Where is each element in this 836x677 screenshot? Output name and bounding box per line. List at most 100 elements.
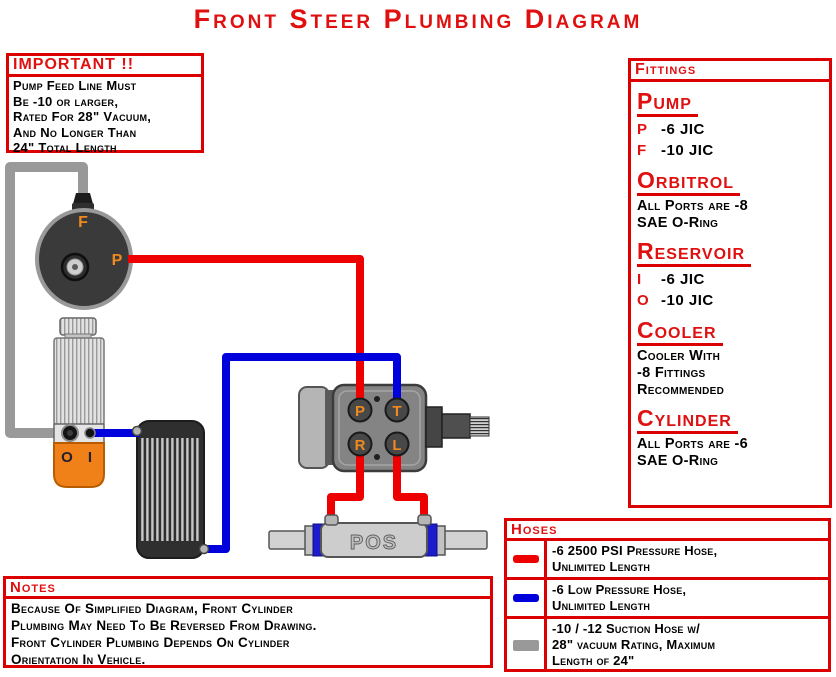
- fitting-row: O -10 JIC: [637, 290, 823, 311]
- fitting-value: -6 JIC: [661, 271, 705, 288]
- fitting-port-letter: O: [637, 292, 650, 309]
- fitting-note-line: SAE O-Ring: [637, 453, 719, 469]
- notes-line: Plumbing May Need To Be Reversed From Dr…: [11, 618, 317, 633]
- notes-line: Orientation In Vehicle.: [11, 652, 146, 667]
- important-line: Be -10 or larger,: [13, 93, 119, 109]
- orbitrol-port-t-label: T: [392, 403, 401, 420]
- hose-orbitrol-l-to-cylinder: [393, 446, 428, 521]
- hose-legend-row: -6 2500 PSI Pressure Hose, Unlimited Len…: [507, 541, 828, 577]
- hose-legend-line: -6 Low Pressure Hose,: [552, 582, 687, 597]
- fitting-note-line: Cooler With: [637, 348, 721, 364]
- fitting-port-letter: I: [637, 271, 642, 288]
- fitting-row: P -6 JIC: [637, 119, 823, 140]
- important-body: Pump Feed Line Must Be -10 or larger, Ra…: [9, 77, 201, 157]
- hose-cooler-to-orbitrol-t: [203, 353, 401, 553]
- orbitrol-port-t: [384, 397, 410, 423]
- reservoir-out-port-label: O: [61, 449, 73, 466]
- hoses-panel: Hoses -6 2500 PSI Pressure Hose, Unlimit…: [504, 518, 831, 672]
- hose-legend-line: Length of 24": [552, 653, 635, 668]
- fitting-note-line: All Ports are -8: [637, 198, 749, 214]
- orbitrol-port-r: [347, 431, 373, 457]
- orbitrol-port-p: [347, 397, 373, 423]
- reservoir-in-port: [84, 427, 96, 439]
- reservoir-body: [53, 337, 105, 426]
- hose-swatch-cell: [507, 619, 547, 671]
- pump-feed-port-label: F: [78, 214, 88, 231]
- pump-feed-nipple: [73, 193, 93, 204]
- fitting-note-line: Recommended: [637, 382, 725, 398]
- fittings-section-heading-reservoir: Reservoir: [637, 239, 752, 267]
- fitting-value: -10 JIC: [661, 292, 714, 309]
- orbitrol-port-p-label: P: [355, 403, 365, 420]
- hose-swatch-cell: [507, 580, 547, 616]
- cooler: [136, 420, 205, 559]
- fittings-section-heading-orbitrol: Orbitrol: [637, 168, 740, 196]
- important-line: And No Longer Than: [13, 124, 137, 140]
- fitting-value: -10 JIC: [661, 142, 714, 159]
- hose-legend-row: -6 Low Pressure Hose, Unlimited Length: [507, 577, 828, 616]
- hose-legend-text: -10 / -12 Suction Hose w/ 28" vacuum Rat…: [547, 619, 720, 671]
- ports-overlay: P T R L: [61, 397, 432, 555]
- fitting-row: F -10 JIC: [637, 140, 823, 161]
- hose-swatch-cell: [507, 541, 547, 577]
- red-hose-swatch: [512, 555, 539, 563]
- fitting-note-line: -8 Fittings: [637, 365, 706, 381]
- cooler-inlet-port: [131, 425, 143, 437]
- reservoir-cap: [59, 317, 97, 336]
- hose-legend-line: -6 2500 PSI Pressure Hose,: [552, 543, 718, 558]
- gray-hose-swatch: [512, 639, 539, 651]
- important-header: IMPORTANT !!: [9, 56, 201, 77]
- cylinder-port-left: [324, 514, 339, 526]
- cylinder-rod-left: [268, 530, 310, 550]
- pump-pressure-port-label: P: [112, 252, 123, 269]
- hose-orbitrol-r-to-cylinder: [327, 446, 364, 521]
- notes-panel: Notes Because Of Simplified Diagram, Fro…: [3, 576, 493, 668]
- fittings-body: Pump P -6 JIC F -10 JIC Orbitrol All Por…: [631, 89, 829, 472]
- important-line: 24" Total Length: [13, 140, 117, 155]
- important-line: Rated For 28" Vacuum,: [13, 109, 152, 124]
- fittings-panel: Fittings Pump P -6 JIC F -10 JIC Orbitro…: [628, 58, 832, 508]
- cooler-fins: [140, 438, 201, 541]
- orbitrol-port-l: [384, 431, 410, 457]
- hose-pump-to-orbitrol-p: [128, 255, 364, 408]
- notes-line: Front Cylinder Plumbing Depends On Cylin…: [11, 635, 290, 650]
- cylinder-brand-label: POS: [350, 532, 398, 554]
- reservoir-in-port-label: I: [88, 449, 92, 466]
- fitting-port-letter: F: [637, 142, 647, 159]
- hose-legend-line: Unlimited Length: [552, 598, 651, 613]
- fitting-value: -6 JIC: [661, 121, 705, 138]
- fittings-section-heading-cooler: Cooler: [637, 318, 723, 346]
- important-line: Pump Feed Line Must: [13, 78, 137, 93]
- pump: F P: [35, 193, 133, 310]
- notes-body: Because Of Simplified Diagram, Front Cyl…: [6, 599, 490, 669]
- orbitrol-port-r-label: R: [355, 437, 366, 454]
- orbitrol-bolt: [374, 396, 380, 402]
- hose-legend-text: -6 2500 PSI Pressure Hose, Unlimited Len…: [547, 541, 722, 577]
- hose-legend-text: -6 Low Pressure Hose, Unlimited Length: [547, 580, 691, 616]
- suction-hose-line: [5, 162, 88, 438]
- fitting-row: I -6 JIC: [637, 269, 823, 290]
- cylinder-barrel: [320, 522, 428, 558]
- orbitrol-port-l-label: L: [392, 437, 401, 454]
- notes-header: Notes: [6, 579, 490, 599]
- fittings-section-heading-pump: Pump: [637, 89, 698, 117]
- orbitrol-bolt: [374, 454, 380, 460]
- orbitrol-left-cap: [298, 386, 330, 469]
- fittings-header: Fittings: [631, 61, 829, 82]
- hoses-header: Hoses: [507, 521, 828, 541]
- page-title: Front Steer Plumbing Diagram: [193, 4, 643, 34]
- fitting-port-letter: P: [637, 121, 648, 138]
- cooler-outlet-port: [198, 543, 210, 555]
- fitting-note-line: All Ports are -6: [637, 436, 749, 452]
- important-panel: IMPORTANT !! Pump Feed Line Must Be -10 …: [6, 53, 204, 155]
- reservoir-orange-base: [53, 442, 105, 488]
- notes-line: Because Of Simplified Diagram, Front Cyl…: [11, 601, 294, 616]
- return-hoses: [92, 353, 401, 553]
- steering-cylinder: POS: [268, 522, 488, 558]
- reservoir: O I: [53, 317, 105, 488]
- orbitrol-shaft-collar: [425, 406, 443, 448]
- cylinder-port-right: [417, 514, 432, 526]
- orbitrol-splined-shaft: [469, 416, 490, 437]
